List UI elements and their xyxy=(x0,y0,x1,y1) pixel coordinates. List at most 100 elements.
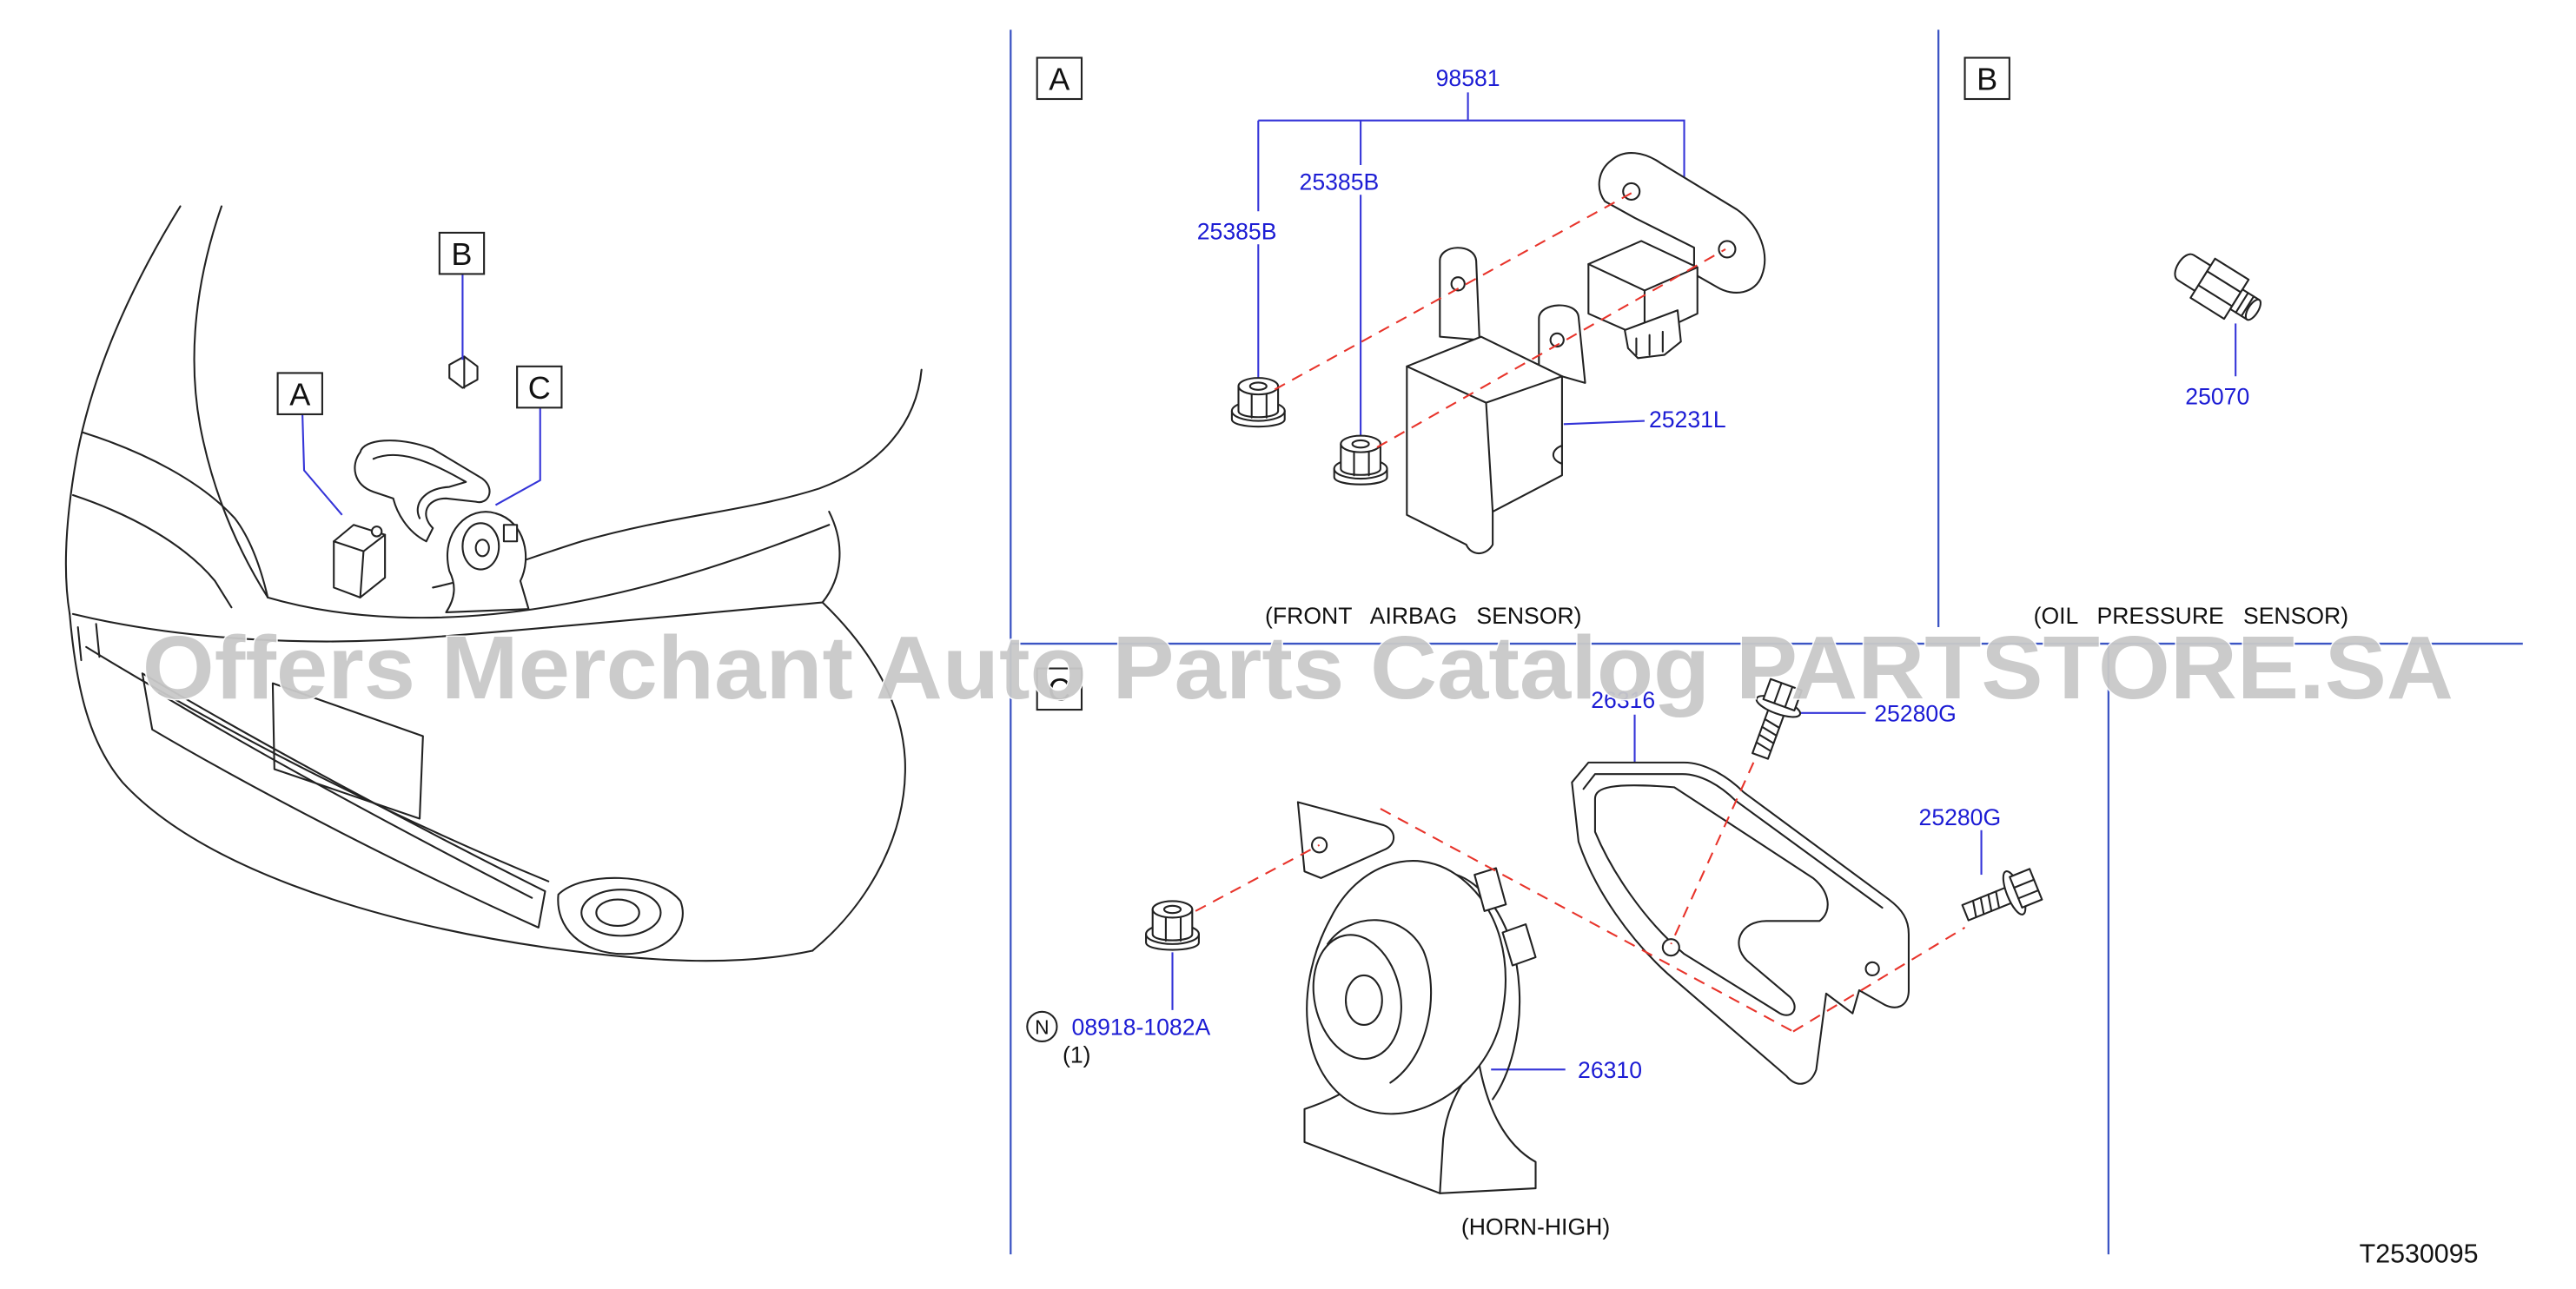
overview-airbag-sensor-edges xyxy=(333,533,387,598)
bumper-right-side xyxy=(811,510,906,952)
nut-25385b-left xyxy=(1230,377,1286,428)
corner-vent xyxy=(76,623,101,662)
nut-facets xyxy=(1164,916,1182,942)
horn-bracket-cutout xyxy=(1593,784,1829,1016)
section-c-tag: C xyxy=(1048,672,1070,708)
nut-marker-letter: N xyxy=(1035,1015,1049,1038)
bracket-notch xyxy=(1552,444,1563,465)
fog-lamp-lens xyxy=(595,898,640,928)
nut-top xyxy=(1151,900,1194,919)
bumper-crease xyxy=(85,645,550,882)
part-number-26316: 26316 xyxy=(1591,687,1655,713)
overview-horn-terminal xyxy=(502,524,519,543)
assembly-line-bracket-to-bolt xyxy=(1792,926,1966,1033)
section-b-tag-box xyxy=(1963,56,2010,101)
bracket-upper-hole xyxy=(1450,276,1466,292)
airbag-sensor-bracket xyxy=(1406,247,1586,555)
bolt-threads xyxy=(1971,890,2001,919)
nut-facets xyxy=(1250,393,1268,419)
section-b-caption: (OIL PRESSURE SENSOR) xyxy=(2034,603,2349,629)
sensor-mount-hole-lower xyxy=(1718,240,1737,259)
overview-horn-bell xyxy=(461,522,500,571)
sensor-connector xyxy=(1624,309,1682,360)
lower-grille-inner xyxy=(157,692,533,899)
oil-pressure-sensor xyxy=(2174,253,2262,321)
horn-mount-tab xyxy=(1296,801,1395,879)
leader-98581-bracket xyxy=(1257,92,1685,212)
bumper-top-edge xyxy=(71,601,824,643)
section-c-horn-high: C xyxy=(1026,667,2043,1239)
assembly-line-left-nut xyxy=(1274,192,1632,391)
hood-left-edge xyxy=(193,205,269,598)
overview-horn xyxy=(445,511,530,613)
sensor-mount-plate xyxy=(1598,152,1766,294)
callout-c-label: C xyxy=(528,370,551,406)
horn xyxy=(1296,801,1537,1194)
vehicle-front-overview xyxy=(64,205,923,962)
figure-code: T2530095 xyxy=(2360,1239,2479,1269)
overview-horn-center xyxy=(474,539,490,558)
part-number-08918-1082a: 08918-1082A xyxy=(1072,1014,1211,1040)
assembly-line-right-nut xyxy=(1376,248,1726,448)
sensor-connector-ribs xyxy=(1635,330,1664,356)
horn-terminal-upper xyxy=(1473,867,1507,912)
horn-bracket-hole-center xyxy=(1661,938,1680,957)
horn-bracket-rim xyxy=(1582,773,1884,909)
section-b-tag: B xyxy=(1977,62,1997,97)
nut-hole xyxy=(1351,439,1370,449)
oil-sensor-cap xyxy=(2174,253,2212,292)
part-number-25280g-upper: 25280G xyxy=(1874,700,1957,726)
nut-top xyxy=(1340,434,1381,453)
fender-outline xyxy=(64,205,182,615)
nut-hole xyxy=(1162,904,1182,915)
callout-a-label: A xyxy=(289,376,310,412)
oil-sensor-hex-facets xyxy=(2197,270,2242,307)
section-dividers xyxy=(1010,30,2523,1255)
part-number-25231l: 25231L xyxy=(1649,407,1726,433)
bolt-25280g-right xyxy=(1961,868,2043,922)
part-number-25385b-right: 25385B xyxy=(1300,169,1380,195)
overview-airbag-sensor-body xyxy=(333,524,387,598)
nut-facets xyxy=(1353,451,1370,477)
headlight-lower-edge xyxy=(71,493,233,609)
part-quantity-08918-1082a: (1) xyxy=(1063,1042,1091,1068)
bracket-side-hole xyxy=(1549,332,1565,348)
bolt-threads xyxy=(1755,717,1781,752)
bolt-head xyxy=(2009,868,2043,909)
section-b-oil-pressure-sensor: B 25070 (OIL PRESSURE SENSOR) xyxy=(1963,56,2349,629)
assembly-line-upper-bolt xyxy=(1670,762,1755,945)
part-number-25385b-left: 25385B xyxy=(1197,219,1277,245)
hood-front-edge xyxy=(267,524,831,619)
part-number-26310: 26310 xyxy=(1578,1057,1642,1083)
nut-hole xyxy=(1248,381,1268,391)
horn-bracket-hole-right xyxy=(1864,961,1880,977)
bracket-upper-tab xyxy=(1439,247,1480,341)
horn-bracket xyxy=(1571,761,1910,1085)
fog-lamp xyxy=(580,889,662,937)
nut-25385b-right xyxy=(1333,434,1388,486)
nut-marker-circle xyxy=(1026,1010,1058,1043)
section-a-front-airbag-sensor: A xyxy=(1036,56,1766,629)
nut-08918-1082a xyxy=(1145,900,1200,951)
callout-b-box xyxy=(438,231,486,275)
part-number-98581: 98581 xyxy=(1436,65,1500,91)
leader-25231l xyxy=(1563,420,1645,426)
overview-bracket-cutout xyxy=(372,453,467,519)
bracket-body xyxy=(1406,335,1563,555)
part-number-25070: 25070 xyxy=(2185,384,2249,410)
front-airbag-sensor xyxy=(1587,152,1766,360)
callout-c-leader xyxy=(494,407,541,506)
oil-sensor-port xyxy=(2244,298,2262,321)
watermark: Offers Merchant Auto Parts Catalog PARTS… xyxy=(142,618,2453,717)
overview-airbag-sensor xyxy=(333,524,387,598)
callout-a-leader xyxy=(301,413,343,516)
fog-lamp-bezel xyxy=(557,876,684,955)
assembly-line-nut-to-horn xyxy=(1195,843,1321,912)
section-a-tag: A xyxy=(1049,62,1069,97)
horn-diaphragm xyxy=(1344,974,1383,1027)
headlight-upper-edge xyxy=(82,431,269,598)
nut-top xyxy=(1237,377,1280,396)
bumper-bottom-edge xyxy=(69,612,814,962)
horn-terminal-lower xyxy=(1501,923,1537,967)
